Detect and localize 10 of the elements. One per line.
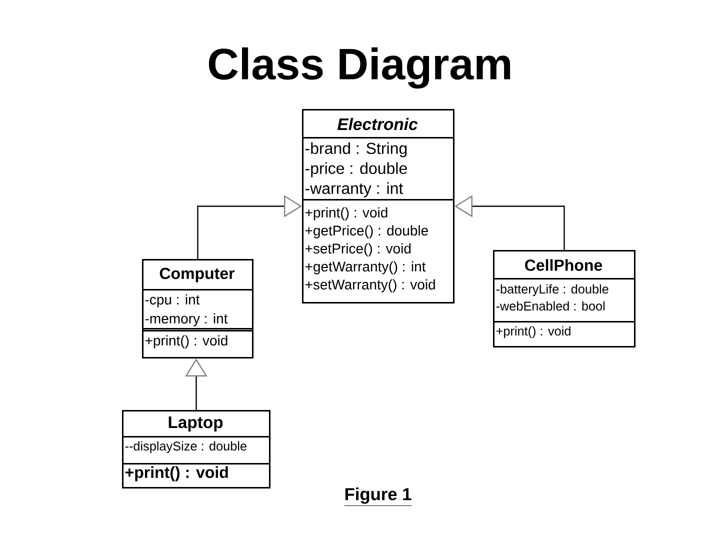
- title: Class Diagram: [208, 47, 510, 89]
- method-compartment: +print() : void: [122, 463, 270, 488]
- attribute-compartment: --displaySize : double: [122, 436, 270, 464]
- attribute-compartment: -batteryLife : double -webEnabled : bool: [493, 278, 636, 322]
- method-compartment: +print() : void +getPrice() : double +setPrice() : void +getWarranty() : int +setWarranty() : void: [302, 199, 454, 304]
- attribute-compartment: -cpu : int -memory : int: [142, 289, 254, 330]
- caption: Figure 1: [344, 488, 412, 506]
- method-compartment: +print() : void: [493, 321, 636, 348]
- attribute-compartment: -brand : String -price : double -warranty : int: [302, 137, 454, 200]
- method-compartment: +print() : void: [142, 330, 254, 358]
